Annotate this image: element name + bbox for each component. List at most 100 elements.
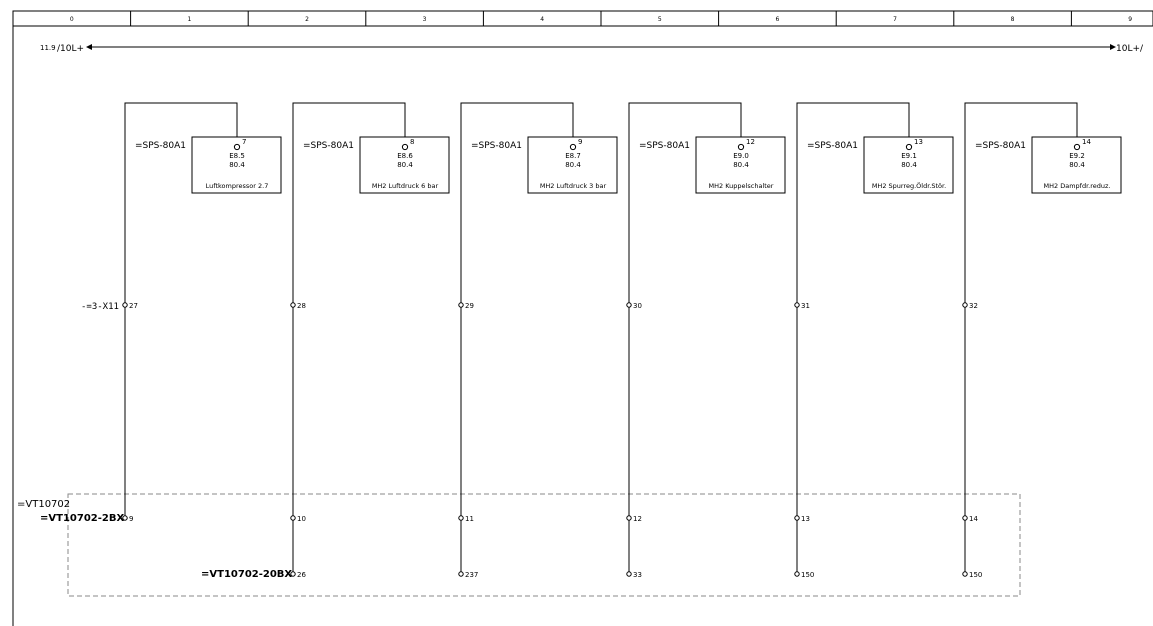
field-device-label: =VT10702	[17, 499, 70, 510]
circuit-wire	[964, 102, 1078, 574]
ruler-frame	[12, 10, 1153, 27]
ruler-column-label: 5	[658, 16, 662, 23]
connector-pin-number: 150	[969, 571, 982, 579]
plc-address: E9.0	[733, 152, 749, 160]
strip-terminal-number: 31	[801, 302, 810, 310]
ruler-column-label: 3	[423, 16, 427, 23]
connector-pin-icon	[458, 571, 464, 577]
plc-device-label: =SPS-80A1	[471, 141, 522, 151]
plc-reference: 80.4	[397, 161, 413, 169]
plc-terminal-number: 13	[914, 138, 923, 146]
ruler-column-label: 6	[775, 16, 779, 23]
connector-pin-icon	[962, 515, 968, 521]
circuit-wire	[628, 102, 742, 574]
connector-pin-number: 11	[465, 515, 474, 523]
plc-terminal-number: 8	[410, 138, 414, 146]
plc-terminal-icon	[905, 143, 913, 151]
plc-address: E8.6	[397, 152, 413, 160]
connector-pin-icon	[290, 515, 296, 521]
plc-input-description: MH2 Luftdruck 3 bar	[540, 182, 607, 190]
circuit-wire	[460, 102, 574, 574]
plc-device-label: =SPS-80A1	[975, 141, 1026, 151]
ruler-column-label: 0	[70, 16, 74, 23]
plc-device-label: =SPS-80A1	[807, 141, 858, 151]
plc-terminal-icon	[569, 143, 577, 151]
strip-terminal-icon	[290, 302, 296, 308]
connector-pin-icon	[458, 515, 464, 521]
bus-right-label: 10L+/	[1116, 44, 1144, 54]
plc-address: E9.2	[1069, 152, 1085, 160]
plc-reference: 80.4	[901, 161, 917, 169]
plc-input-description: MH2 Kuppelschalter	[709, 182, 774, 190]
plc-terminal-icon	[233, 143, 241, 151]
terminal-strip-label: -=3-X11	[81, 302, 119, 312]
plc-address: E9.1	[901, 152, 917, 160]
bus-right-arrow-icon	[1110, 44, 1116, 50]
plc-device-label: =SPS-80A1	[639, 141, 690, 151]
connector-pin-icon	[794, 571, 800, 577]
strip-terminal-icon	[458, 302, 464, 308]
plc-address: E8.5	[229, 152, 245, 160]
connector-pin-icon	[122, 515, 128, 521]
plc-reference: 80.4	[1069, 161, 1085, 169]
connector-pin-number: 9	[129, 515, 133, 523]
power-bus: 11.9 /10L+ 10L+/	[40, 44, 1144, 54]
ruler-column-label: 4	[540, 16, 544, 23]
bus-left-ref: 11.9	[40, 44, 56, 52]
circuit-wire	[124, 102, 238, 518]
plc-input-description: MH2 Luftdruck 6 bar	[372, 182, 439, 190]
plc-terminal-number: 14	[1082, 138, 1091, 146]
ruler-column-label: 7	[893, 16, 897, 23]
bus-left-label: /10L+	[57, 44, 84, 54]
strip-terminal-number: 28	[297, 302, 306, 310]
plc-terminal-icon	[1073, 143, 1081, 151]
plc-device-label: =SPS-80A1	[303, 141, 354, 151]
connector-pin-number: 10	[297, 515, 306, 523]
circuit-wire	[292, 102, 406, 574]
connector-bottom-label: =VT10702-20BX	[201, 569, 292, 580]
connector-pin-icon	[626, 571, 632, 577]
strip-terminal-icon	[794, 302, 800, 308]
ruler-column-label: 9	[1128, 16, 1132, 23]
strip-terminal-number: 29	[465, 302, 474, 310]
connector-pin-number: 26	[297, 571, 306, 579]
plc-terminal-number: 7	[242, 138, 246, 146]
connector-pin-icon	[290, 571, 296, 577]
plc-terminal-number: 12	[746, 138, 755, 146]
connector-pin-icon	[626, 515, 632, 521]
ruler-column-label: 2	[305, 16, 309, 23]
strip-terminal-icon	[122, 302, 128, 308]
strip-terminal-icon	[626, 302, 632, 308]
strip-terminal-icon	[962, 302, 968, 308]
plc-input-description: Luftkompressor 2.7	[206, 182, 269, 190]
connector-pin-number: 14	[969, 515, 978, 523]
connector-pin-number: 33	[633, 571, 642, 579]
strip-terminal-number: 27	[129, 302, 138, 310]
plc-reference: 80.4	[565, 161, 581, 169]
circuit-wire	[796, 102, 910, 574]
plc-terminal-number: 9	[578, 138, 582, 146]
plc-reference: 80.4	[229, 161, 245, 169]
plc-reference: 80.4	[733, 161, 749, 169]
bus-left-arrow-icon	[86, 44, 92, 50]
field-device-frame	[67, 493, 1021, 597]
connector-pin-number: 237	[465, 571, 478, 579]
plc-input-description: MH2 Spurreg.Öldr.Stör.	[872, 181, 946, 190]
plc-input-description: MH2 Dampfdr.reduz.	[1044, 182, 1111, 190]
plc-address: E8.7	[565, 152, 581, 160]
connector-top-label: =VT10702-2BX	[40, 513, 124, 524]
connector-pin-number: 13	[801, 515, 810, 523]
connector-pin-icon	[794, 515, 800, 521]
connector-pin-number: 150	[801, 571, 814, 579]
plc-device-label: =SPS-80A1	[135, 141, 186, 151]
plc-terminal-icon	[401, 143, 409, 151]
connector-pin-icon	[962, 571, 968, 577]
